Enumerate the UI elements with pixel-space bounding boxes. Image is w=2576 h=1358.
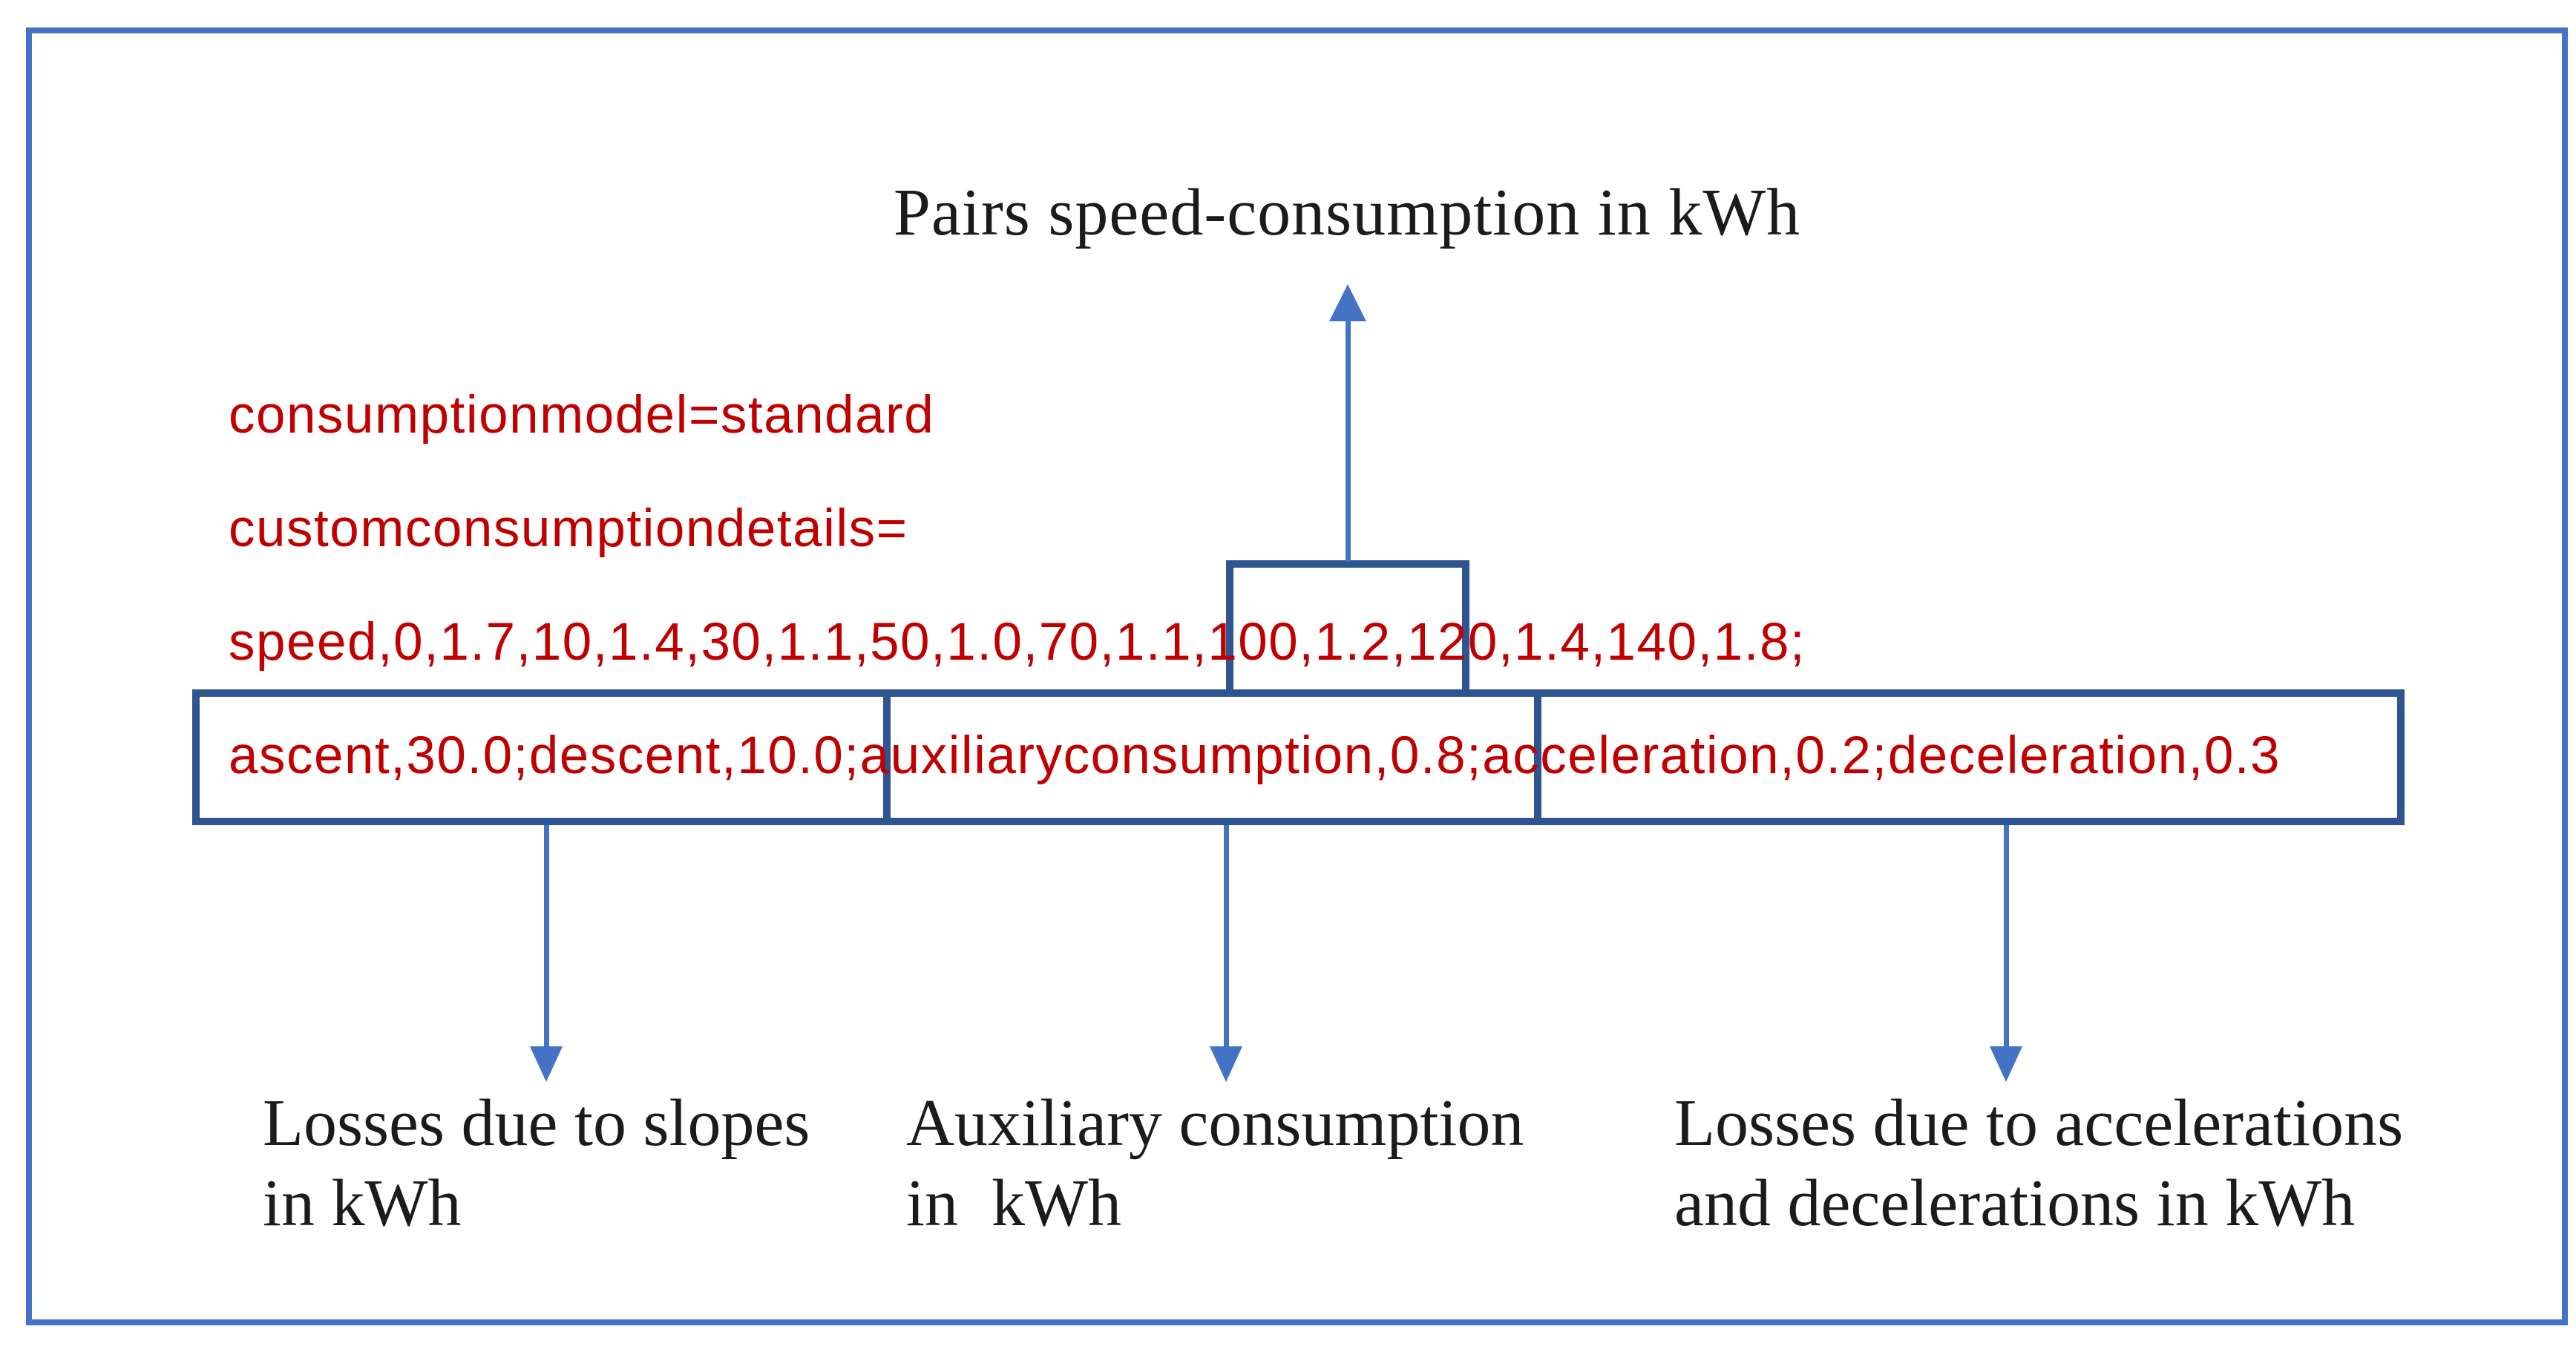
figure-border-frame [26,27,2568,1325]
callout-auxiliary-consumption: Auxiliary consumption in kWh [906,1086,1524,1240]
callout-losses-accelerations: Losses due to accelerations and decelera… [1674,1086,2404,1240]
arrow-shaft [1346,318,1351,562]
arrow-head-icon [530,1046,563,1082]
arrow-shaft [544,825,549,1049]
highlight-box-losses-row [192,689,2405,825]
highlight-box-divider-slopes-auxiliary [883,689,891,825]
config-line-consumptionmodel: consumptionmodel=standard [229,386,935,445]
annotation-pairs-speed-consumption: Pairs speed-consumption in kWh [893,176,1801,249]
arrow-head-icon [1990,1046,2022,1082]
config-text-block: consumptionmodel=standard customconsumpt… [229,358,2281,813]
arrow-shaft [1224,825,1229,1049]
highlight-box-divider-auxiliary-accelerations [1534,689,1541,825]
config-line-customconsumptiondetails: customconsumptiondetails= [229,499,908,558]
config-line-speed-pairs: speed,0,1.7,10,1.4,30,1.1,50,1.0,70,1.1,… [229,613,1806,672]
arrow-shaft [2004,825,2009,1049]
config-line-losses-values: ascent,30.0;descent,10.0;auxiliaryconsum… [229,726,2281,785]
callout-losses-slopes: Losses due to slopes in kWh [263,1086,810,1240]
arrow-head-icon [1329,284,1366,321]
arrow-head-icon [1210,1046,1242,1082]
